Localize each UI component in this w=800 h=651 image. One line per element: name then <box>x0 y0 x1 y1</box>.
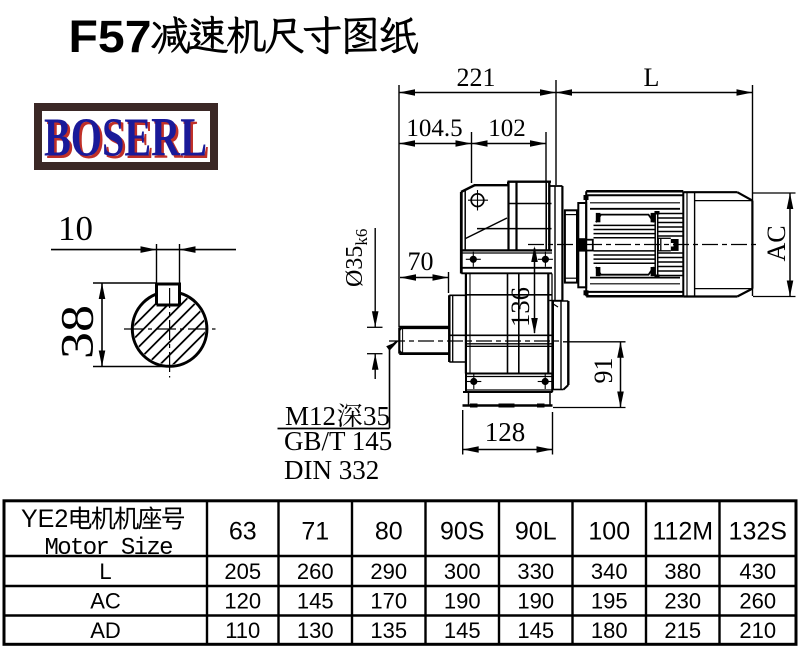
svg-text:104.5: 104.5 <box>406 115 462 142</box>
svg-text:230: 230 <box>664 589 701 614</box>
svg-text:190: 190 <box>517 589 554 614</box>
svg-text:170: 170 <box>370 589 407 614</box>
svg-text:340: 340 <box>591 559 628 584</box>
svg-text:205: 205 <box>224 559 261 584</box>
svg-text:AC: AC <box>762 225 791 261</box>
svg-text:F57: F57 <box>69 11 152 62</box>
svg-text:90L: 90L <box>515 518 557 546</box>
svg-text:380: 380 <box>664 559 701 584</box>
svg-text:110: 110 <box>225 618 260 643</box>
svg-text:L: L <box>99 559 111 584</box>
svg-text:215: 215 <box>664 618 701 643</box>
svg-text:132S: 132S <box>729 518 787 546</box>
svg-text:330: 330 <box>517 559 554 584</box>
svg-text:260: 260 <box>739 589 776 614</box>
svg-text:260: 260 <box>297 559 334 584</box>
svg-text:M12: M12 <box>285 401 336 431</box>
svg-text:38: 38 <box>52 305 104 359</box>
svg-text:GB/T 145: GB/T 145 <box>284 426 392 456</box>
svg-text:136: 136 <box>506 287 535 327</box>
svg-text:100: 100 <box>588 518 630 546</box>
svg-text:145: 145 <box>444 618 481 643</box>
svg-text:210: 210 <box>739 618 776 643</box>
svg-text:135: 135 <box>370 618 407 643</box>
svg-text:L: L <box>644 63 660 92</box>
svg-text:AD: AD <box>90 618 121 643</box>
svg-text:BOSERL: BOSERL <box>47 109 210 170</box>
svg-text:300: 300 <box>444 559 481 584</box>
svg-text:YE2: YE2 <box>21 505 68 533</box>
svg-text:221: 221 <box>457 63 496 92</box>
svg-text:91: 91 <box>589 358 618 384</box>
svg-text:AC: AC <box>90 589 121 614</box>
svg-text:290: 290 <box>370 559 407 584</box>
svg-text:80: 80 <box>375 518 403 546</box>
svg-text:112M: 112M <box>652 518 713 546</box>
svg-text:180: 180 <box>591 618 628 643</box>
svg-text:145: 145 <box>517 618 554 643</box>
svg-text:120: 120 <box>224 589 261 614</box>
svg-text:128: 128 <box>485 417 526 447</box>
svg-text:DIN 332: DIN 332 <box>284 455 379 485</box>
svg-text:70: 70 <box>408 247 434 276</box>
svg-text:10: 10 <box>58 209 93 248</box>
svg-text:145: 145 <box>297 589 334 614</box>
svg-text:102: 102 <box>488 115 526 142</box>
svg-text:90S: 90S <box>440 518 484 546</box>
svg-text:195: 195 <box>591 589 628 614</box>
svg-text:71: 71 <box>301 518 329 546</box>
svg-text:Motor Size: Motor Size <box>45 535 174 562</box>
svg-text:35: 35 <box>363 401 390 431</box>
svg-text:63: 63 <box>229 518 257 546</box>
svg-text:190: 190 <box>444 589 481 614</box>
svg-text:BOSERL: BOSERL <box>44 107 207 168</box>
svg-text:430: 430 <box>739 559 776 584</box>
svg-text:130: 130 <box>297 618 334 643</box>
